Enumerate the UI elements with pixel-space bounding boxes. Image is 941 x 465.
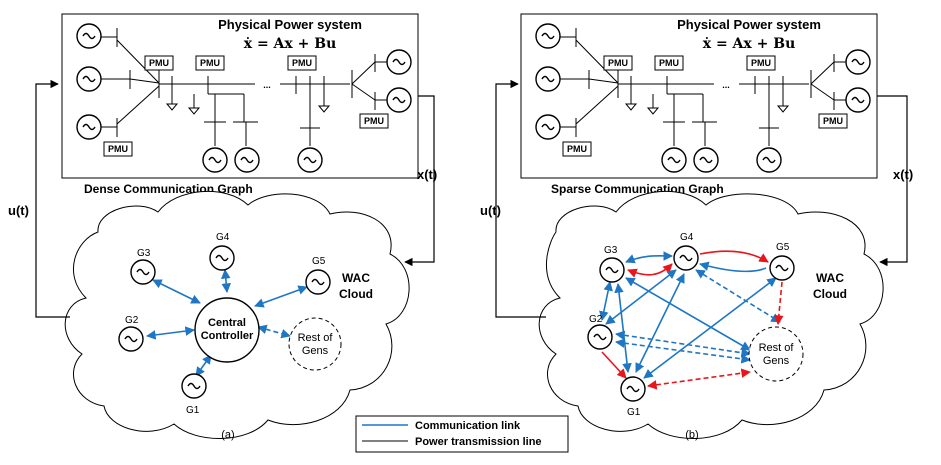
wac-label-2: Cloud	[339, 287, 373, 301]
pmu-label: PMU	[751, 58, 771, 68]
legend-box	[355, 415, 569, 453]
link-g2-rest-2	[615, 338, 751, 364]
pmu-label: PMU	[567, 144, 587, 154]
wac-label-2: Cloud	[813, 287, 847, 301]
gen-label-g2: G2	[125, 315, 139, 326]
pmu-box	[746, 55, 776, 71]
panel-b: Physical Power system ẋ = Ax + Bu	[480, 13, 913, 441]
gen-label-g5: G5	[312, 256, 326, 267]
signal-loops	[35, 79, 435, 318]
gen-label-g3: G3	[137, 248, 151, 259]
pmu-label: PMU	[659, 58, 679, 68]
rest-of-gens	[748, 326, 804, 382]
x-signal-label: x(t)	[893, 167, 913, 182]
link-g2	[146, 326, 195, 340]
pmu-label: PMU	[292, 58, 312, 68]
gen-label-g5: G5	[776, 242, 790, 253]
link-g2-g1	[601, 351, 627, 379]
u-signal-label: u(t)	[8, 203, 29, 218]
pmu-boxes: PMU PMU PMU PMU PMU	[103, 55, 389, 157]
pmu-box	[562, 141, 592, 157]
pmu-box	[603, 55, 633, 71]
central-controller	[194, 297, 260, 363]
ellipsis: ...	[263, 80, 271, 90]
rest-label-2: Gens	[763, 355, 790, 367]
gen-label-g3: G3	[604, 245, 618, 256]
pmu-label: PMU	[200, 58, 220, 68]
legend-comm-label: Communication link	[415, 420, 521, 432]
wac-sine-icons	[124, 254, 325, 390]
power-grid	[101, 28, 387, 146]
state-equation: ẋ = Ax + Bu	[703, 36, 796, 52]
link-g4	[221, 269, 231, 293]
u-signal-label: u(t)	[480, 203, 501, 218]
wac-sine-icons	[593, 254, 789, 393]
caption-b: (b)	[685, 429, 698, 441]
link-g5	[254, 285, 308, 308]
rest-label-1: Rest of	[298, 332, 334, 344]
pmu-box	[359, 113, 389, 129]
gen-label-g4: G4	[680, 232, 694, 243]
pmu-label: PMU	[364, 116, 384, 126]
panel-a: Physical Power system ẋ = Ax + Bu	[8, 13, 437, 441]
rest-of-gens	[288, 317, 342, 371]
wac-label-1: WAC	[816, 271, 844, 285]
legend: Communication link Power transmission li…	[355, 415, 569, 453]
wac-label-1: WAC	[342, 271, 370, 285]
pmu-box	[654, 55, 684, 71]
gen-label-g1: G1	[627, 407, 641, 418]
link-g3-g4-upper	[625, 251, 673, 264]
pmu-box	[195, 55, 225, 71]
pmu-label: PMU	[149, 58, 169, 68]
system-title: Physical Power system	[218, 17, 362, 32]
gen-label-g2: G2	[589, 314, 603, 325]
signal-loops	[495, 79, 908, 318]
rest-label-1: Rest of	[759, 342, 795, 354]
rest-label-2: Gens	[302, 345, 329, 357]
link-g5-rest	[774, 281, 784, 325]
comm-links	[146, 269, 308, 377]
pmu-label: PMU	[108, 144, 128, 154]
controller-label-1: Central	[208, 317, 246, 329]
system-title: Physical Power system	[677, 17, 821, 32]
ellipsis: ...	[722, 80, 730, 90]
sparse-links	[599, 250, 784, 390]
link-g1	[195, 354, 212, 377]
pmu-label: PMU	[608, 58, 628, 68]
controller-label-2: Controller	[201, 330, 254, 342]
link-g4-g5-upper	[699, 250, 769, 263]
caption-a: (a)	[221, 429, 234, 441]
pmu-label: PMU	[823, 116, 843, 126]
graph-label: Sparse Communication Graph	[551, 182, 724, 196]
pmu-box	[103, 141, 133, 157]
legend-power-label: Power transmission line	[415, 436, 542, 448]
pmu-box	[144, 55, 174, 71]
pmu-boxes: PMU PMU PMU PMU PMU	[562, 55, 848, 157]
gen-label-g1: G1	[186, 405, 200, 416]
state-equation: ẋ = Ax + Bu	[244, 36, 337, 52]
gen-label-g4: G4	[216, 232, 230, 243]
pmu-box	[287, 55, 317, 71]
x-signal-label: x(t)	[417, 167, 437, 182]
link-rest	[257, 324, 291, 339]
sine-icons	[82, 32, 406, 164]
power-grid	[560, 28, 846, 146]
pmu-box	[818, 113, 848, 129]
link-g1-rest	[647, 368, 751, 390]
link-g3	[152, 279, 201, 304]
sine-icons	[541, 32, 865, 164]
